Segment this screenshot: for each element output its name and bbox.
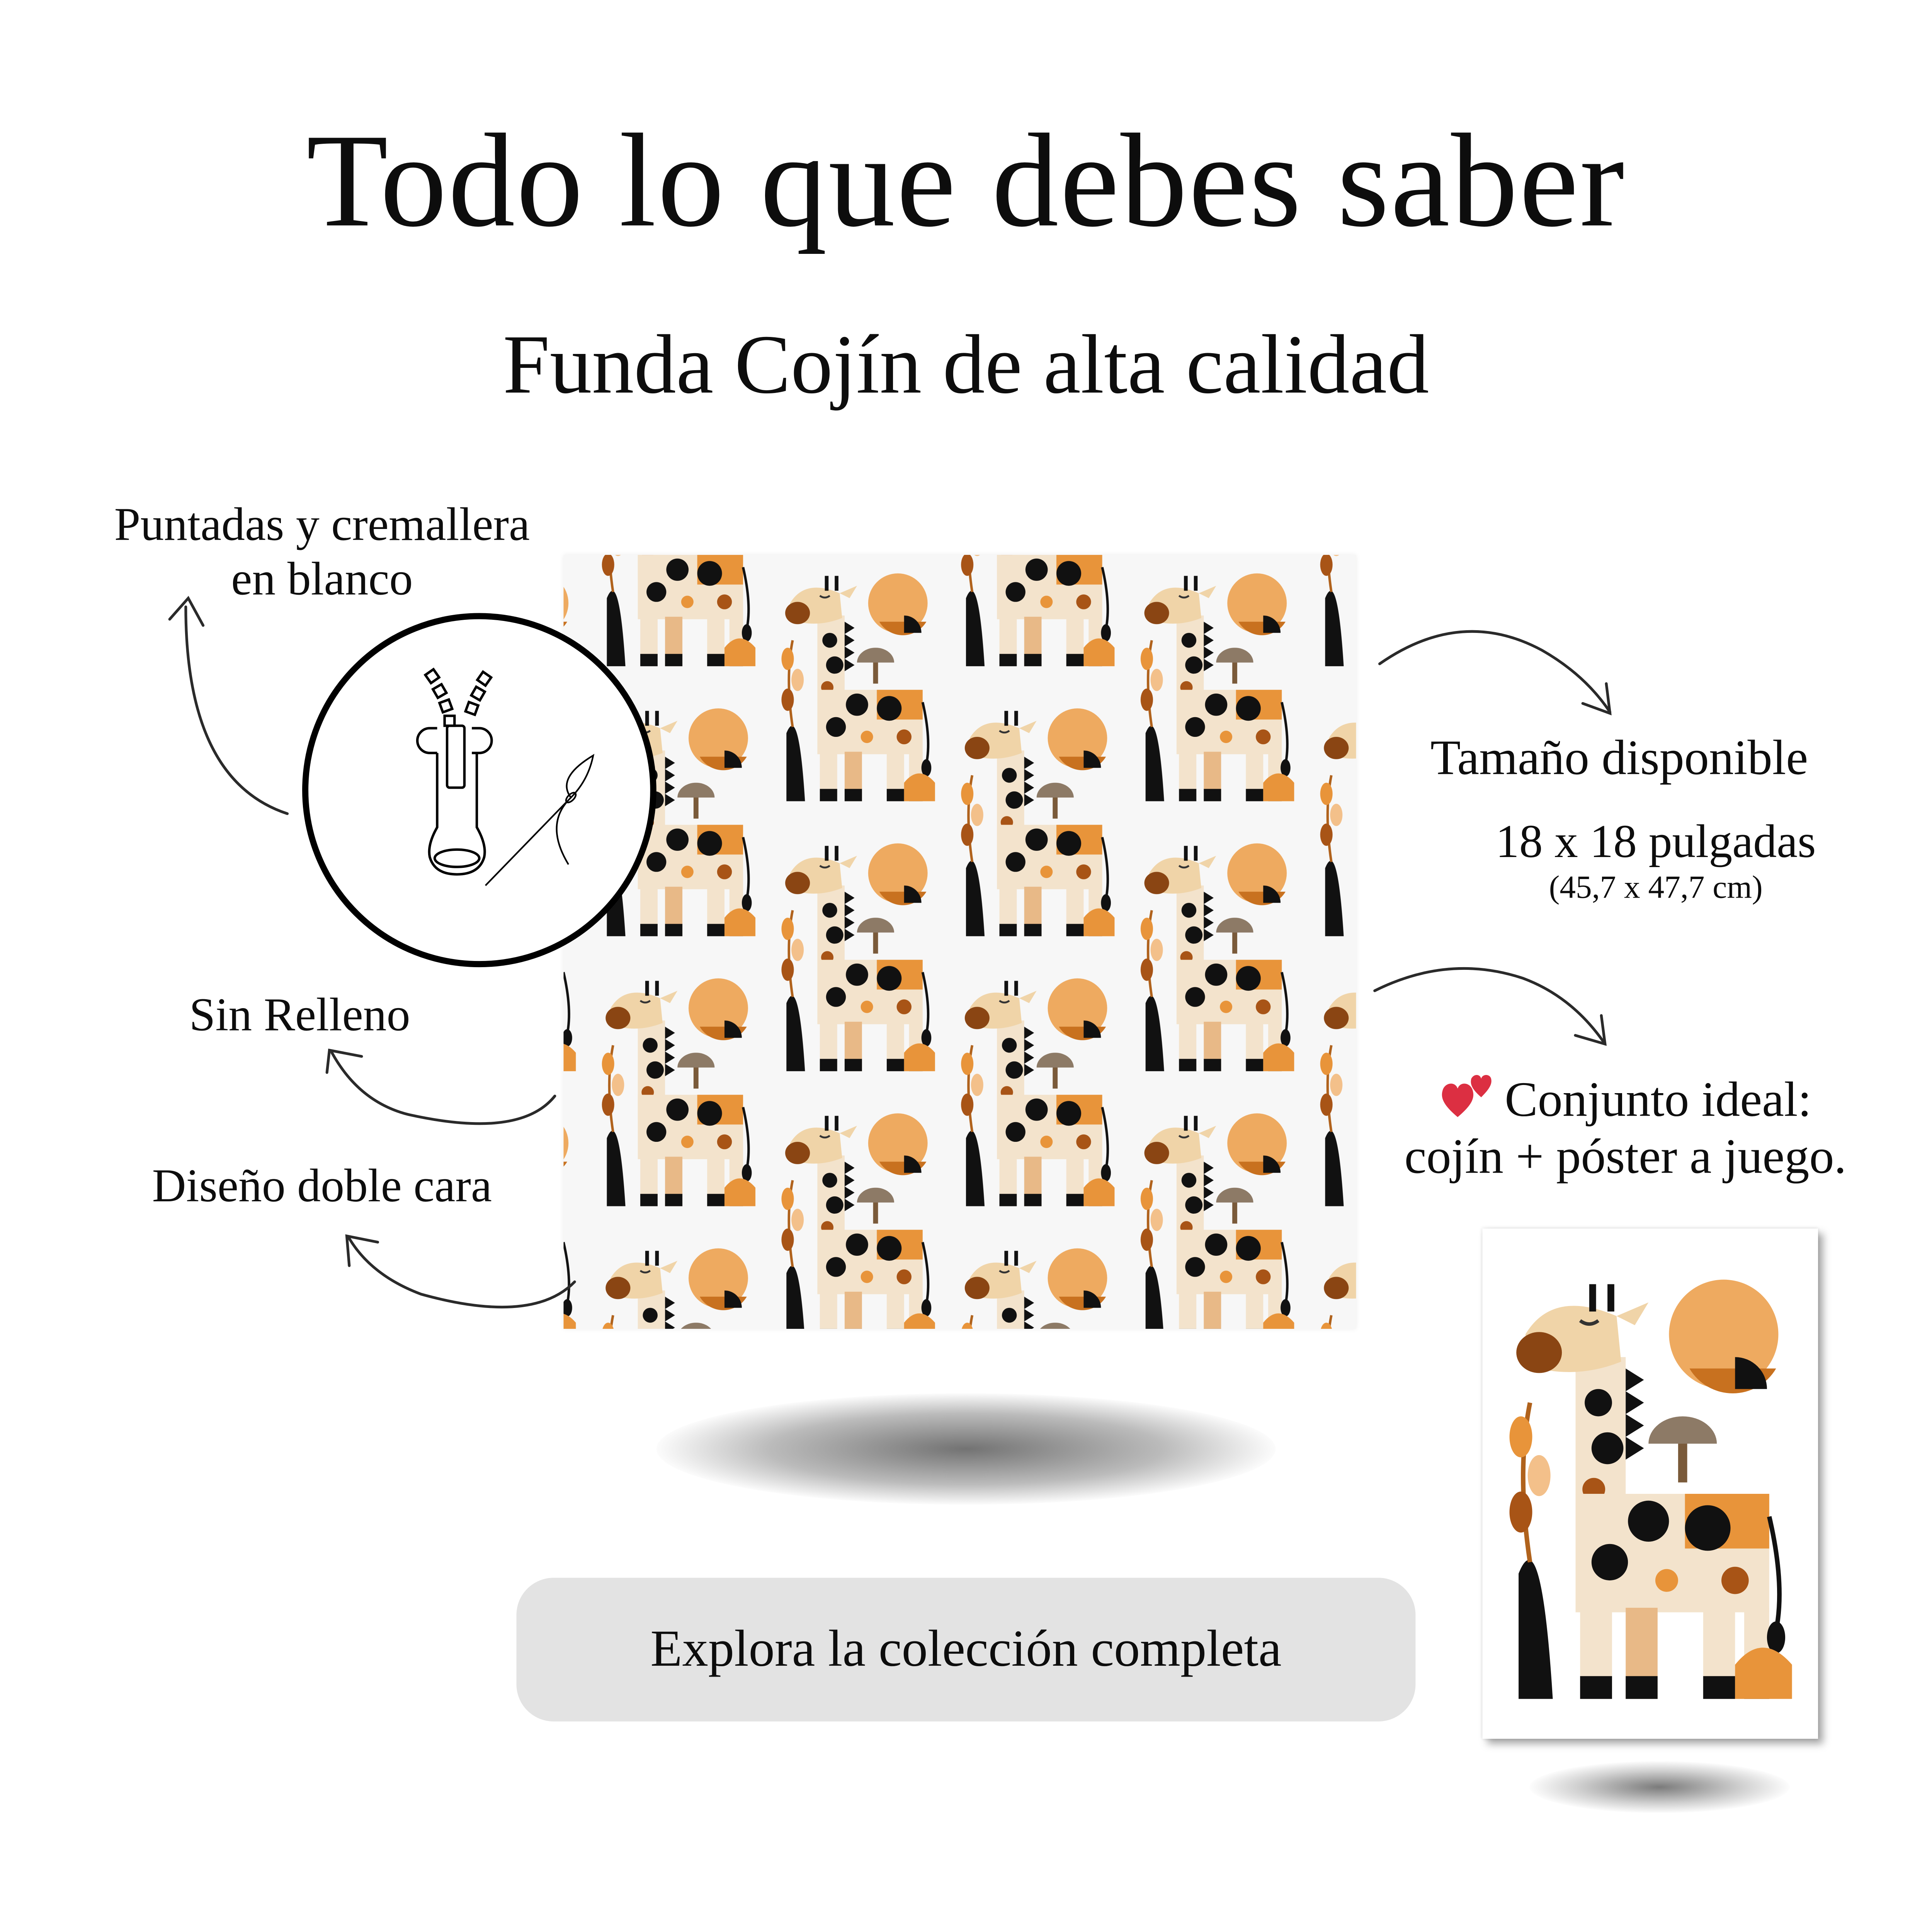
explore-collection-button[interactable]: Explora la colección completa (516, 1578, 1416, 1722)
arrow-to-stitching (184, 605, 289, 815)
page-subtitle: Funda Cojín de alta calidad (503, 317, 1429, 412)
arrow-to-no-filling-head (325, 1048, 363, 1074)
needle-thread-icon (485, 753, 595, 886)
bundle-line1: Conjunto ideal: (1505, 1071, 1812, 1127)
feature-stitching-label: Puntadas y cremallera en blanco (49, 498, 594, 607)
poster-shadow (1529, 1761, 1790, 1813)
cushion-shadow (656, 1393, 1276, 1505)
arrow-to-size (1378, 630, 1612, 714)
cushion-cover-image (563, 554, 1356, 1329)
page-title: Todo lo que debes saber (306, 107, 1626, 255)
feature-double-sided-label: Diseño doble cara (152, 1160, 492, 1213)
feature-no-filling-label: Sin Relleno (189, 989, 410, 1042)
bundle-line2: cojín + póster a juego. (1404, 1128, 1847, 1184)
two-hearts-icon (1440, 1070, 1497, 1119)
zipper-icon (416, 667, 493, 876)
arrow-to-size-head (1581, 682, 1612, 716)
matching-poster-image (1482, 1228, 1818, 1739)
arrow-to-stitching-head (168, 595, 205, 627)
arrow-to-double-sided-head (345, 1234, 379, 1267)
size-cm: (45,7 x 47,7 cm) (1549, 869, 1763, 905)
arrow-to-bundle-head (1574, 1014, 1607, 1046)
arrow-to-no-filling (330, 1051, 556, 1125)
arrow-to-double-sided (348, 1237, 576, 1309)
size-heading: Tamaño disponible (1430, 729, 1808, 786)
feature-stitching-line1: Puntadas y cremallera (114, 499, 530, 551)
arrow-to-bundle (1373, 967, 1607, 1046)
size-inches: 18 x 18 pulgadas (1495, 816, 1816, 868)
feature-stitching-line2: en blanco (231, 553, 413, 606)
